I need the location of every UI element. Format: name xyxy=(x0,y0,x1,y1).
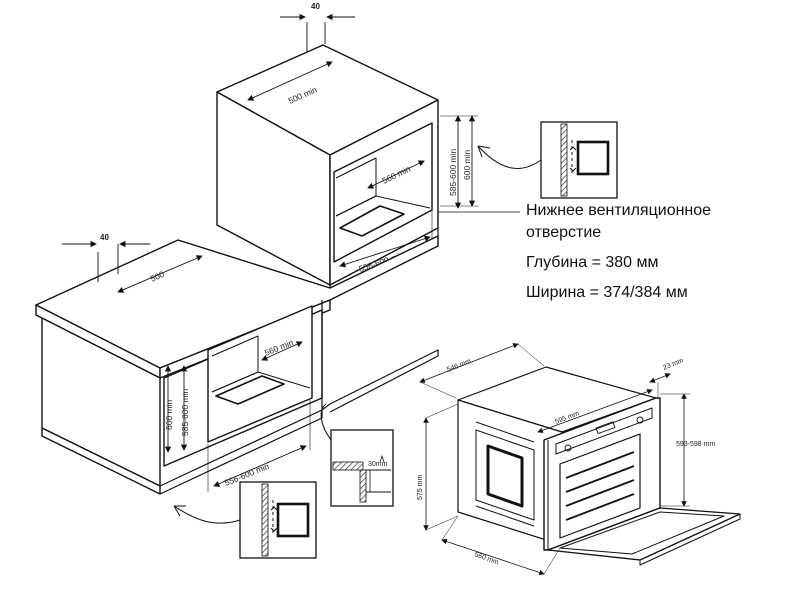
vent-title-line2: отверстие xyxy=(526,224,602,241)
base-cabinet xyxy=(35,235,439,495)
base-gap-label: 40 xyxy=(100,233,109,242)
tall-cabinet-dimensions xyxy=(247,13,520,268)
plinth-detail xyxy=(320,403,394,507)
oven-body-width-label: 560 mm xyxy=(473,551,499,566)
tall-niche-height-b-label: 600 min xyxy=(462,149,472,180)
oven-body-height-label: 575 mm xyxy=(417,475,424,500)
vent-depth-text: Глубина = 380 мм xyxy=(526,254,659,271)
oven-dimensions xyxy=(419,343,690,576)
base-niche-height-b-label: 585-600 min xyxy=(180,388,190,436)
oven-front-height-label: 593-598 mm xyxy=(676,441,715,448)
oven-drawing xyxy=(457,366,741,566)
ventilation-notes: Нижнее вентиляционное отверстие Глубина … xyxy=(526,200,786,304)
vent-width-text: Ширина = 374/384 мм xyxy=(526,284,688,301)
tall-gap-label: 40 xyxy=(311,2,320,11)
oven-front-thickness-label: 23 mm xyxy=(662,357,685,372)
tall-niche-height-a-label: 585-600 min xyxy=(448,148,458,196)
vent-detail-lower xyxy=(173,481,317,559)
plinth-gap-label: 30mm xyxy=(368,461,388,468)
base-cabinet-dimensions xyxy=(62,240,311,492)
oven-depth-label: 546 mm xyxy=(446,358,472,374)
base-niche-height-a-label: 600 min xyxy=(164,399,174,430)
vent-title-line1: Нижнее вентиляционное xyxy=(526,202,712,219)
vent-detail-upper xyxy=(477,121,618,199)
